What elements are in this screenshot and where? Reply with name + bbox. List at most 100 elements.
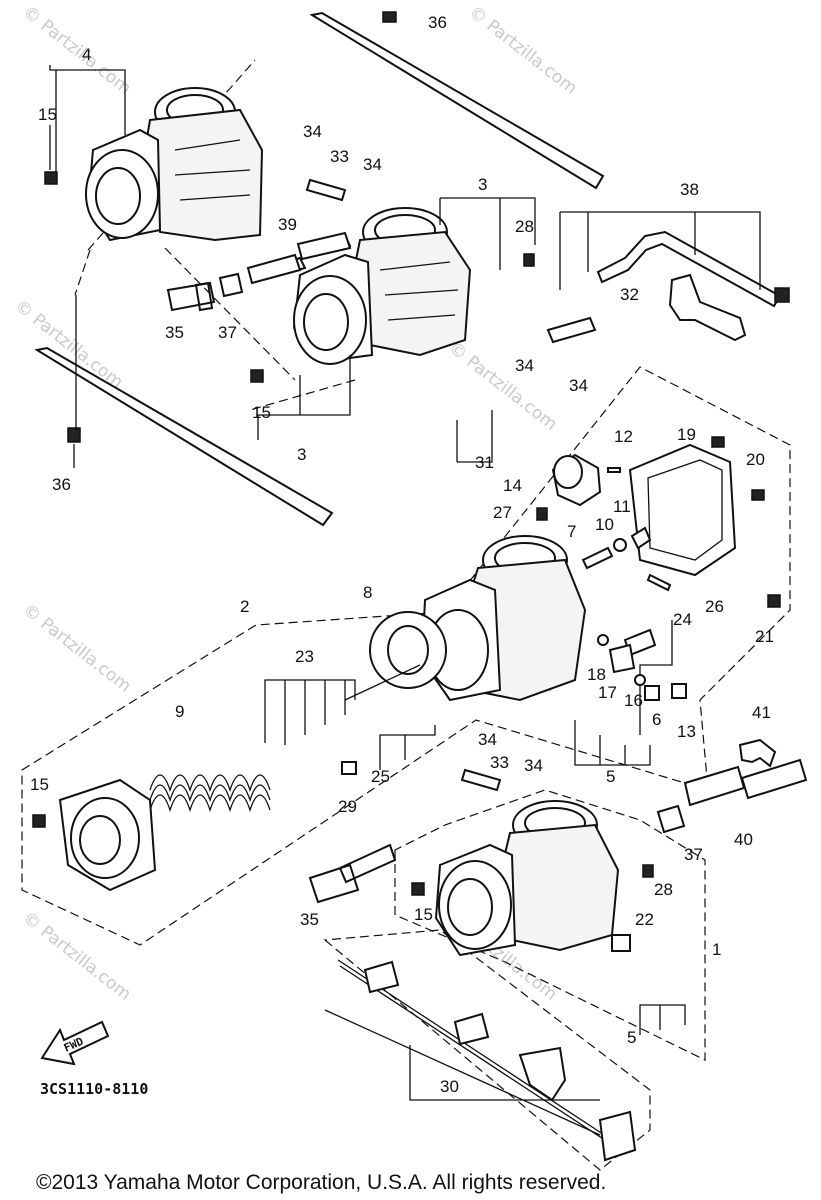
screw-7: [581, 546, 614, 570]
callout-40: 40: [734, 830, 753, 849]
screw-15-mid: [250, 369, 264, 383]
pin-33-lower: [460, 768, 502, 792]
callout-3-top: 3: [478, 175, 487, 194]
hoses: [166, 272, 808, 904]
drawing-code: 3CS1110-8110: [40, 1080, 148, 1098]
screw-15-lower: [411, 882, 425, 896]
watermark-left: © Partzilla.com: [11, 296, 127, 393]
callout-12: 12: [614, 427, 633, 446]
hose-40-b: [740, 758, 808, 800]
t-joint-35-lower: [308, 843, 397, 904]
callout-29: 29: [338, 797, 357, 816]
cap-29: [341, 761, 357, 775]
callout-36-top: 36: [428, 13, 447, 32]
callout-3-mid: 3: [297, 445, 306, 464]
plug-22: [611, 934, 631, 952]
plug-6: [644, 685, 660, 701]
watermark-mid-left: © Partzilla.com: [19, 600, 135, 697]
callout-9: 9: [175, 702, 184, 721]
callout-13: 13: [677, 722, 696, 741]
watermark-center: © Partzilla.com: [445, 338, 561, 435]
callout-34-top-b: 34: [363, 155, 382, 174]
carburetor-2: [344, 443, 737, 702]
callout-19: 19: [677, 425, 696, 444]
callout-32: 32: [620, 285, 639, 304]
callout-37-top: 37: [218, 323, 237, 342]
hose-40-a: [683, 765, 746, 807]
callout-15-mid: 15: [252, 403, 271, 422]
callout-4: 4: [82, 45, 91, 64]
screw-15-left: [32, 814, 46, 828]
watermark-top-left: © Partzilla.com: [19, 2, 135, 99]
callout-6: 6: [652, 710, 661, 729]
callout-34-top-a: 34: [303, 122, 322, 141]
callout-34-lower-a: 34: [478, 730, 497, 749]
hose-39-b: [296, 231, 352, 261]
callout-35-top: 35: [165, 323, 184, 342]
callout-41: 41: [752, 703, 771, 722]
cable-bracket-rod: [596, 230, 782, 308]
carburetor-1: [434, 800, 620, 957]
boundary-linkage: [323, 929, 651, 1171]
copyright-notice: ©2013 Yamaha Motor Corporation, U.S.A. A…: [36, 1171, 606, 1194]
bottom-rail-link: [73, 295, 77, 468]
callout-33-lower: 33: [490, 753, 509, 772]
carburetor-3: [248, 207, 472, 365]
joint-37-upper: [218, 272, 244, 298]
callout-30: 30: [440, 1077, 459, 1096]
pin-33-top: [305, 178, 347, 202]
callout-5-lower: 5: [627, 1028, 636, 1047]
callout-38: 38: [680, 180, 699, 199]
long-bars: [34, 11, 605, 527]
bottom-rail-screw: [67, 427, 81, 443]
watermark-bottom-left: © Partzilla.com: [19, 908, 135, 1005]
callout-34-mid-b: 34: [569, 376, 588, 395]
spring-coil: [149, 784, 271, 803]
callout-33-top: 33: [330, 147, 349, 166]
joint-37-lower: [656, 804, 686, 834]
fwd-arrow-shape: [40, 1020, 110, 1066]
linkage-shaft: [337, 959, 618, 1149]
callout-labels: 1 2 3 3 4 5 5 6 7 8 9 10 11 12 13 14 15 …: [30, 13, 774, 1096]
callout-11: 11: [613, 497, 631, 516]
callout-34-mid-a: 34: [515, 356, 534, 375]
callout-1: 1: [712, 940, 721, 959]
washer-10: [613, 538, 627, 552]
pin-12: [607, 467, 621, 473]
callout-17: 17: [598, 683, 617, 702]
callout-20: 20: [746, 450, 765, 469]
screw-28-lower: [642, 864, 654, 878]
callout-31: 31: [475, 453, 494, 472]
carburetor-4: [85, 87, 264, 242]
callout-27: 27: [493, 503, 512, 522]
callout-14: 14: [503, 476, 522, 495]
screw-28-top: [523, 253, 535, 267]
callout-36-lower: 36: [52, 475, 71, 494]
callout-28-lower: 28: [654, 880, 673, 899]
screw-20-b: [751, 489, 765, 501]
callout-39: 39: [278, 215, 297, 234]
callout-35-lower: 35: [300, 910, 319, 929]
oring-18: [597, 634, 609, 646]
callout-21: 21: [755, 627, 774, 646]
callout-10: 10: [595, 515, 614, 534]
callout-5-top: 5: [606, 767, 615, 786]
screw-20-a: [711, 436, 725, 448]
callout-37-lower: 37: [684, 845, 703, 864]
callout-15-top: 15: [38, 105, 57, 124]
valve-11: [630, 526, 652, 550]
plug-13: [671, 683, 687, 699]
float-bowl-19: [628, 443, 737, 577]
callout-8: 8: [363, 583, 372, 602]
jet-26: [646, 573, 672, 592]
callout-24: 24: [673, 610, 692, 629]
callout-16: 16: [624, 691, 643, 710]
callout-25: 25: [371, 767, 390, 786]
clip-41: [738, 738, 777, 768]
callout-15-lower: 15: [414, 905, 433, 924]
callout-28-top: 28: [515, 217, 534, 236]
spring-9: [58, 774, 271, 892]
screw-27: [536, 507, 548, 521]
callout-23: 23: [295, 647, 314, 666]
